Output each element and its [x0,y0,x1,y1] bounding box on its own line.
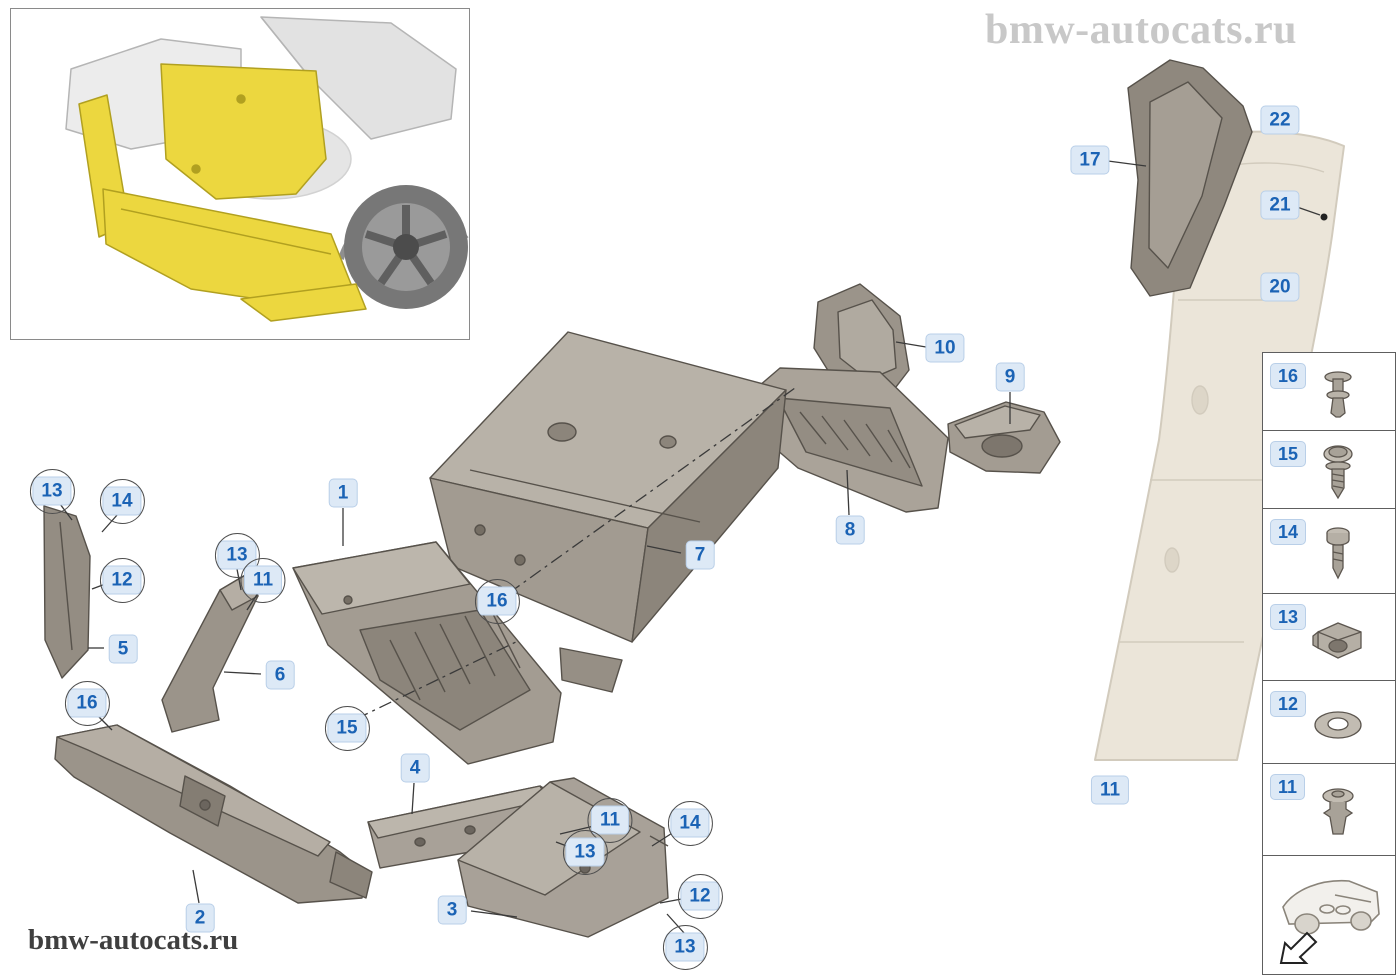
callout-16[interactable]: 16 [477,586,517,616]
callout-number[interactable]: 14 [102,486,142,516]
part-drawing-8[interactable] [751,367,949,513]
callout-10[interactable]: 10 [925,333,965,363]
callout-number[interactable]: 6 [265,660,295,690]
callout-4[interactable]: 4 [400,753,430,783]
callout-number[interactable]: 11 [590,805,630,835]
expanding-clip-icon [1322,787,1354,835]
callout-6[interactable]: 6 [265,660,295,690]
legend-number[interactable]: 13 [1270,604,1307,630]
callout-14[interactable]: 14 [670,808,710,838]
highlighted-parts-yellow [78,63,367,322]
callout-20[interactable]: 20 [1260,272,1300,302]
callout-number[interactable]: 13 [32,476,72,506]
callout-number[interactable]: 15 [327,713,367,743]
legend-number[interactable]: 15 [1270,441,1307,467]
callout-16[interactable]: 16 [67,688,107,718]
callout-2[interactable]: 2 [185,903,215,933]
part-drawing-5[interactable] [43,505,91,679]
callout-8[interactable]: 8 [835,515,865,545]
car-orientation-icon [1279,879,1380,964]
callout-22[interactable]: 22 [1260,105,1300,135]
legend-row-12[interactable]: 12 [1263,681,1395,764]
callout-number[interactable]: 20 [1260,272,1300,302]
callout-number[interactable]: 9 [995,362,1025,392]
watermark-bottom-left: bmw-autocats.ru [28,924,239,956]
legend-row-14[interactable]: 14 [1263,509,1395,594]
dash-dot-lines [355,387,796,720]
callout-number[interactable]: 3 [437,895,467,925]
legend-row-13[interactable]: 13 [1263,594,1395,681]
callout-12[interactable]: 12 [680,881,720,911]
expansion-rivet-icon [1324,370,1352,418]
legend-footer [1263,856,1395,974]
callout-number[interactable]: 7 [685,540,715,570]
callout-13[interactable]: 13 [32,476,72,506]
part-drawing-2[interactable] [54,724,373,904]
legend-number[interactable]: 11 [1270,774,1306,800]
callout-number[interactable]: 11 [1090,775,1130,805]
callout-1[interactable]: 1 [328,478,358,508]
callout-number[interactable]: 5 [108,634,138,664]
part-drawing-7[interactable] [429,331,787,693]
callout-number[interactable]: 16 [67,688,107,718]
callout-number[interactable]: 12 [680,881,720,911]
callout-11[interactable]: 11 [1090,775,1130,805]
callout-17[interactable]: 17 [1070,145,1110,175]
part-drawing-4[interactable] [367,785,563,869]
callout-3[interactable]: 3 [437,895,467,925]
legend-row-15[interactable]: 15 [1263,431,1395,509]
callout-number[interactable]: 13 [665,932,705,962]
callout-11[interactable]: 11 [243,565,283,595]
callout-number[interactable]: 8 [835,515,865,545]
callout-number[interactable]: 16 [477,586,517,616]
legend-number[interactable]: 16 [1270,363,1307,389]
callout-number[interactable]: 11 [243,565,283,595]
callout-number[interactable]: 2 [185,903,215,933]
part-drawing-6[interactable] [161,573,259,733]
legend-number[interactable]: 12 [1270,691,1307,717]
callout-14[interactable]: 14 [102,486,142,516]
callout-number[interactable]: 10 [925,333,965,363]
direction-arrow-icon [1279,931,1318,964]
callout-number[interactable]: 21 [1260,190,1300,220]
callout-13[interactable]: 13 [565,837,605,867]
screw-with-washer-icon [1323,444,1353,499]
part-drawing-9[interactable] [947,401,1061,474]
callout-21[interactable]: 21 [1260,190,1300,220]
callout-number[interactable]: 13 [565,837,605,867]
callout-13[interactable]: 13 [665,932,705,962]
callout-number[interactable]: 22 [1260,105,1300,135]
callout-number[interactable]: 14 [670,808,710,838]
screw-icon [1326,527,1350,580]
wheel-sketch [344,185,468,309]
washer-icon [1314,711,1362,739]
callout-number[interactable]: 12 [102,565,142,595]
callout-9[interactable]: 9 [995,362,1025,392]
callout-5[interactable]: 5 [108,634,138,664]
callout-number[interactable]: 1 [328,478,358,508]
fastener-legend-panel: 16 15 [1262,352,1396,975]
callout-15[interactable]: 15 [327,713,367,743]
legend-row-11[interactable]: 11 [1263,764,1395,856]
part-drawing-17[interactable] [1127,59,1253,297]
watermark-top-right: bmw-autocats.ru [985,7,1297,53]
vehicle-thumbnail [10,8,470,340]
callout-11[interactable]: 11 [590,805,630,835]
callout-7[interactable]: 7 [685,540,715,570]
callout-number[interactable]: 4 [400,753,430,783]
cage-nut-icon [1312,622,1362,659]
vehicle-thumbnail-sketch [65,16,469,322]
legend-number[interactable]: 14 [1270,519,1307,545]
callout-12[interactable]: 12 [102,565,142,595]
callout-number[interactable]: 17 [1070,145,1110,175]
part-drawing-1[interactable] [292,541,562,765]
legend-row-16[interactable]: 16 [1263,353,1395,431]
